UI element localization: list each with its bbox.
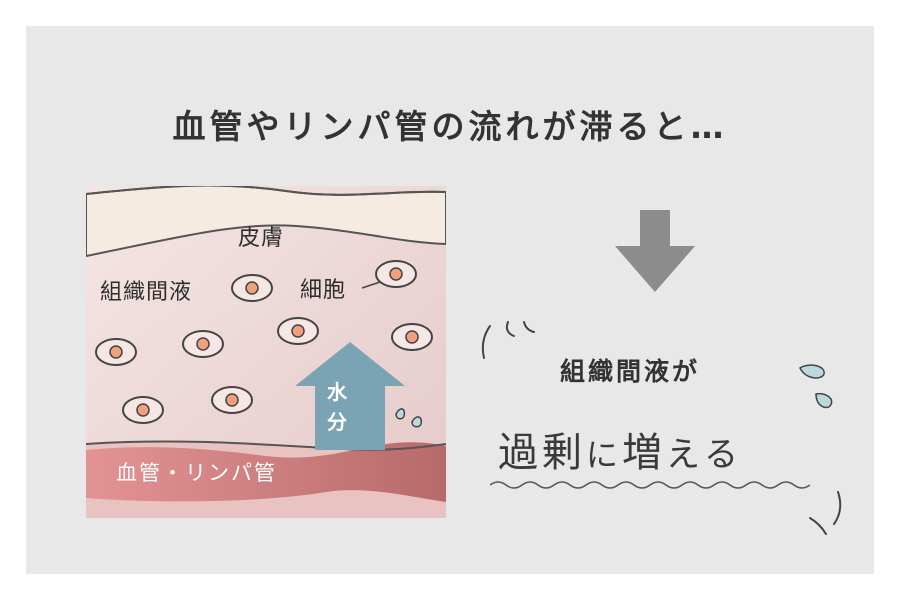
droplet-icon [799,364,833,409]
water-arrow-icon [295,342,405,450]
result-line-2: 過剰に増える [498,420,742,478]
skin-label: 皮膚 [238,226,285,251]
result-char: に [586,436,623,474]
wavy-underline [490,481,810,489]
page-title: 血管やリンパ管の流れが滞ると… [172,107,728,146]
down-arrow-icon [615,210,695,292]
tissue-diagram [86,186,446,518]
cell-label: 細胞 [300,278,347,303]
result-char: 剰 [542,430,586,476]
result-line-1: 組織間液が [560,357,701,386]
interstitial-fluid-label: 組織間液 [100,280,193,305]
skin-layer [86,186,446,258]
vessel-label: 血管・リンパ管 [116,461,277,485]
water-label-1: 水 [327,380,348,404]
sparkle-line-icon [481,321,535,359]
cell-pointer-line [361,281,381,289]
droplet-icon [395,408,423,428]
result-char: る [704,435,743,475]
result-char: え [666,435,705,475]
sparkle-line-icon [809,491,842,535]
result-char: 増 [622,430,667,476]
vessel [86,442,446,502]
water-label-2: 分 [327,410,348,434]
result-char: 過 [498,430,542,476]
cell-nucleus [109,267,419,417]
